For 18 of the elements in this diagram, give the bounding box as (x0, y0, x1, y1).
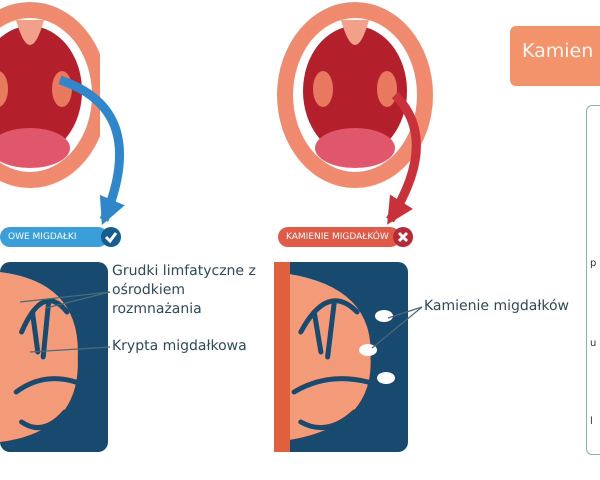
annotation-text: Kamienie migdałków (424, 297, 584, 317)
badge-label: OWE MIGDAŁKI (8, 232, 76, 242)
text-fragment: p (590, 258, 596, 269)
arrow (386, 92, 421, 225)
text-fragment: l (590, 416, 593, 427)
leader-line (46, 291, 110, 309)
title-banner (510, 26, 600, 86)
leader-line (20, 291, 110, 303)
leader-line (30, 346, 110, 353)
leader-line (388, 306, 422, 319)
title-text: Kamien (522, 40, 594, 62)
leader-line (372, 306, 422, 348)
annotation-text: Krypta migdałkowa (112, 337, 262, 357)
badge-label: KAMIENIE MIGDAŁKÓW (286, 232, 389, 242)
arrow (58, 76, 124, 226)
info-panel (586, 105, 600, 455)
text-fragment: u (590, 338, 596, 349)
annotation-text: Grudki limfatyczne z ośrodkiem rozmnażania (112, 262, 262, 322)
